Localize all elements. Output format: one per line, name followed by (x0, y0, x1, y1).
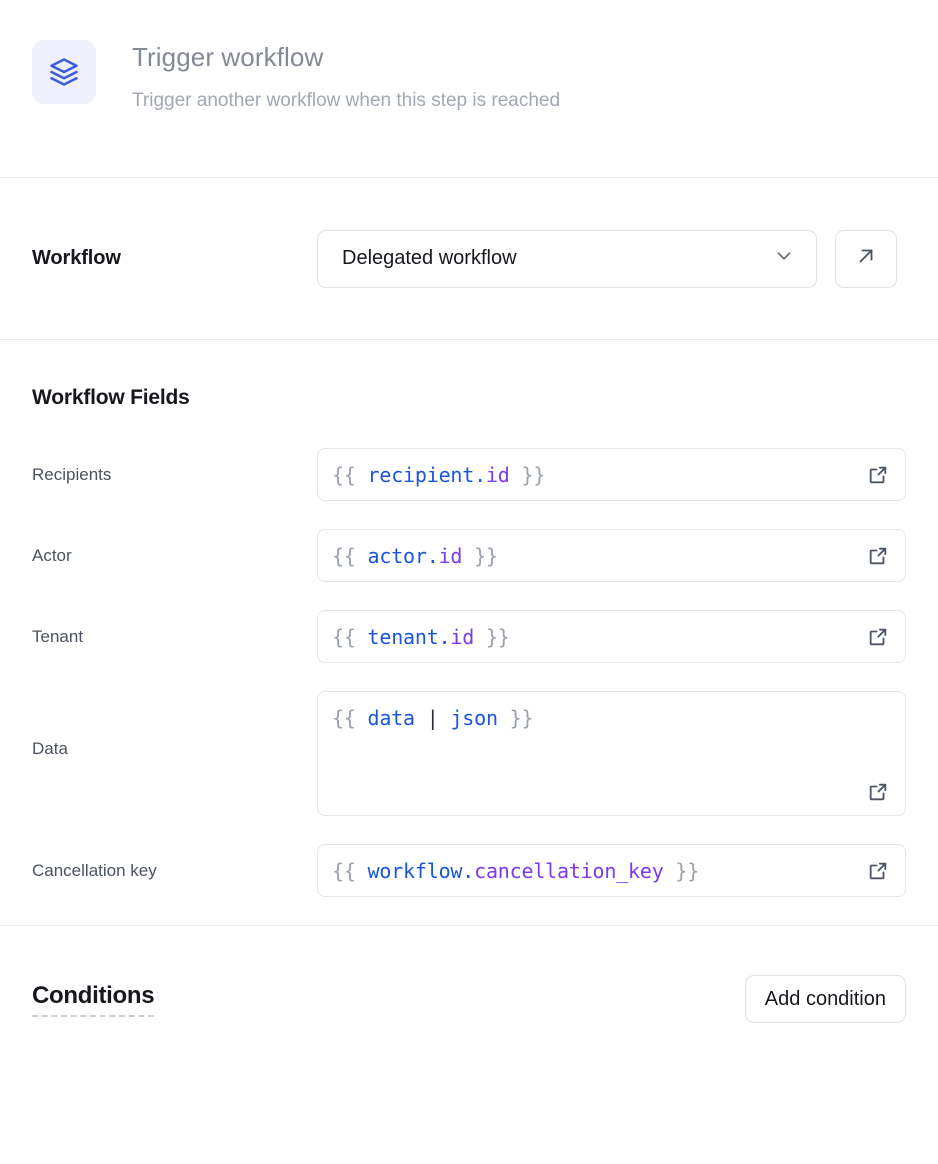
workflow-select-value: Delegated workflow (342, 247, 517, 269)
field-input[interactable]: {{ recipient.id }} (317, 448, 906, 501)
expand-holder (332, 779, 891, 805)
field-input[interactable]: {{ data | json }} (317, 691, 906, 816)
arrow-up-right-icon (855, 245, 877, 272)
divider-workflow (0, 339, 938, 340)
external-link-icon[interactable] (865, 779, 891, 805)
field-label: Tenant (32, 626, 84, 646)
add-condition-button[interactable]: Add condition (744, 975, 906, 1023)
header-text-block: Trigger workflow Trigger another workflo… (132, 30, 560, 113)
open-workflow-button[interactable] (835, 229, 897, 288)
conditions-section: Conditions Add condition (0, 926, 938, 1072)
workflow-row: Workflow Delegated workflow (0, 178, 938, 339)
field-value-code: {{ data | json }} (332, 706, 534, 730)
external-link-icon[interactable] (865, 624, 891, 650)
page-subtitle: Trigger another workflow when this step … (132, 90, 561, 112)
field-input[interactable]: {{ tenant.id }} (317, 610, 906, 663)
field-value-code: {{ actor.id }} (332, 543, 498, 568)
field-label: Actor (32, 545, 72, 565)
external-link-icon[interactable] (865, 462, 891, 488)
divider-fields (0, 925, 938, 926)
field-row: Tenant {{ tenant.id }} (32, 610, 906, 663)
field-value-code: {{ tenant.id }} (332, 624, 510, 649)
field-input[interactable]: {{ workflow.cancellation_key }} (317, 844, 906, 897)
workflow-label: Workflow (32, 247, 121, 269)
field-row: Data {{ data | json }} (32, 691, 906, 816)
field-value-code: {{ workflow.cancellation_key }} (332, 858, 700, 883)
workflow-fields-heading: Workflow Fields (32, 386, 190, 409)
external-link-icon[interactable] (865, 858, 891, 884)
workflow-fields-section: Workflow Fields Recipients {{ recipient.i… (0, 340, 938, 897)
workflow-fields-list: Recipients {{ recipient.id }} Actor {{ acto… (32, 448, 906, 897)
field-input[interactable]: {{ actor.id }} (317, 529, 906, 582)
chevron-down-icon (773, 245, 795, 272)
field-row: Recipients {{ recipient.id }} (32, 448, 906, 501)
workflow-select[interactable]: Delegated workflow (317, 229, 817, 288)
field-row: Actor {{ actor.id }} (32, 529, 906, 582)
field-value-code: {{ recipient.id }} (332, 462, 546, 487)
page-title: Trigger workflow (132, 42, 324, 72)
divider-header (0, 177, 938, 178)
field-row: Cancellation key {{ workflow.cancellation… (32, 844, 906, 897)
field-label: Recipients (32, 464, 112, 484)
external-link-icon[interactable] (865, 543, 891, 569)
workflow-select-wrap: Delegated workflow (317, 229, 897, 288)
panel-header: Trigger workflow Trigger another workflo… (0, 0, 938, 177)
field-label: Cancellation key (32, 860, 157, 880)
field-label: Data (32, 739, 68, 758)
layers-icon (32, 40, 96, 104)
conditions-title: Conditions (32, 982, 155, 1017)
